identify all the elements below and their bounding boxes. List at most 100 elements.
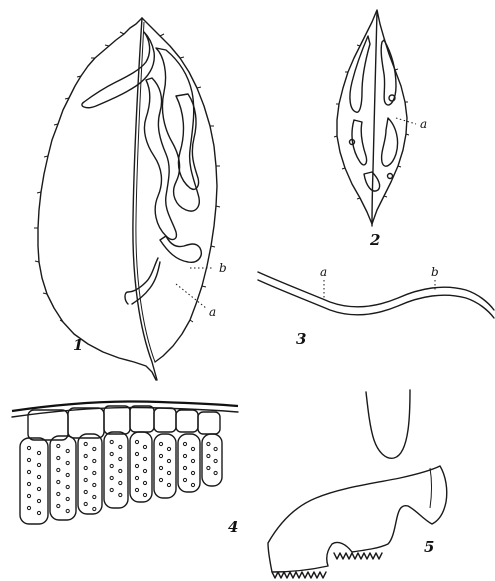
chloroplast-dot	[143, 469, 146, 472]
chloroplast-dot	[57, 468, 60, 471]
epidermal-cell	[130, 406, 154, 432]
leaf2-mine-4	[382, 118, 398, 166]
chloroplast-dot	[84, 454, 87, 457]
chloroplast-dot	[37, 451, 40, 454]
figure-4-number: 4	[228, 518, 238, 536]
chloroplast-dot	[183, 442, 186, 445]
palisade-cell	[78, 434, 102, 514]
chloroplast-dot	[27, 446, 30, 449]
chloroplast-dot	[167, 459, 170, 462]
chloroplast-dot	[27, 470, 30, 473]
chloroplast-dot	[135, 488, 138, 491]
chloroplast-dot	[84, 442, 87, 445]
chloroplast-dot	[27, 506, 30, 509]
section-upper-line	[258, 272, 494, 310]
palisade-cell	[154, 434, 176, 498]
palisade-cell	[104, 432, 128, 508]
chloroplast-dot	[214, 459, 217, 462]
figure-2-leaf	[334, 10, 416, 226]
mouthpart-upper-sclerite	[366, 390, 410, 458]
chloroplast-dot	[84, 478, 87, 481]
chloroplast-dot	[66, 461, 69, 464]
chloroplast-dot	[191, 471, 194, 474]
chloroplast-dot	[37, 511, 40, 514]
chloroplast-dot	[159, 478, 162, 481]
chloroplast-dot	[119, 493, 122, 496]
chloroplast-dot	[66, 509, 69, 512]
figure-2-number: 2	[369, 231, 380, 249]
chloroplast-dot	[84, 490, 87, 493]
chloroplast-dot	[27, 482, 30, 485]
chloroplast-dot	[110, 464, 113, 467]
chloroplast-dot	[84, 466, 87, 469]
chloroplast-dot	[119, 445, 122, 448]
chloroplast-dot	[207, 466, 210, 469]
chloroplast-dot	[57, 504, 60, 507]
chloroplast-dot	[93, 471, 96, 474]
chloroplast-dot	[191, 483, 194, 486]
chloroplast-dot	[66, 497, 69, 500]
chloroplast-dot	[135, 464, 138, 467]
chloroplast-dot	[183, 454, 186, 457]
mandible-outline	[268, 466, 447, 572]
chloroplast-dot	[66, 473, 69, 476]
leaf2-teeth	[334, 45, 409, 199]
chloroplast-dot	[37, 499, 40, 502]
chloroplast-dot	[93, 483, 96, 486]
chloroplast-dot	[159, 454, 162, 457]
leaf1-serpentine-mine-1	[156, 48, 199, 211]
chloroplast-dot	[159, 466, 162, 469]
chloroplast-dot	[119, 481, 122, 484]
chloroplast-dot	[93, 495, 96, 498]
figure-3-point-b: b	[431, 265, 439, 279]
epidermal-cell	[154, 408, 176, 432]
figure-1-point-b: b	[219, 261, 227, 275]
figure-5-number: 5	[424, 538, 434, 556]
leaf1-right-margin	[142, 18, 217, 362]
chloroplast-dot	[27, 494, 30, 497]
chloroplast-dot	[135, 440, 138, 443]
leaf2-spot-3	[388, 174, 393, 179]
leaf1-serpentine-mine-3	[176, 94, 199, 189]
chloroplast-dot	[143, 445, 146, 448]
figure-3-section	[258, 272, 494, 318]
chloroplast-dot	[110, 488, 113, 491]
chloroplast-dot	[143, 481, 146, 484]
figure-3-point-a: a	[320, 265, 327, 279]
figure-5-mouthparts	[268, 390, 447, 578]
epidermal-cell	[176, 410, 198, 432]
chloroplast-dot	[191, 459, 194, 462]
figure-3-number: 3	[296, 330, 306, 348]
chloroplast-dot	[207, 442, 210, 445]
leaf1-mine-trail	[125, 258, 160, 304]
leaf2-midrib	[372, 12, 377, 226]
chloroplast-dot	[214, 447, 217, 450]
palisade-cell	[20, 438, 48, 524]
chloroplast-dot	[119, 457, 122, 460]
chloroplast-dot	[167, 471, 170, 474]
chloroplast-dot	[66, 449, 69, 452]
chloroplast-dot	[57, 456, 60, 459]
chloroplast-dot	[143, 493, 146, 496]
chloroplast-dot	[93, 459, 96, 462]
chloroplast-dot	[167, 483, 170, 486]
epidermal-cell	[104, 406, 130, 434]
chloroplast-dot	[110, 440, 113, 443]
chloroplast-dot	[135, 452, 138, 455]
section-lower-line	[258, 280, 494, 318]
chloroplast-dot	[27, 458, 30, 461]
chloroplast-dot	[57, 492, 60, 495]
epidermal-cell	[198, 412, 220, 434]
chloroplast-dot	[119, 469, 122, 472]
palisade-cell	[202, 434, 222, 486]
leaf1-serpentine-mine-2	[144, 78, 176, 239]
chloroplast-dot	[66, 485, 69, 488]
figure-2-point-a: a	[420, 117, 427, 131]
chloroplast-dot	[159, 442, 162, 445]
chloroplast-dot	[84, 502, 87, 505]
chloroplast-dot	[183, 478, 186, 481]
chloroplast-dot	[143, 457, 146, 460]
chloroplast-dot	[191, 447, 194, 450]
palisade-cell	[50, 436, 76, 520]
